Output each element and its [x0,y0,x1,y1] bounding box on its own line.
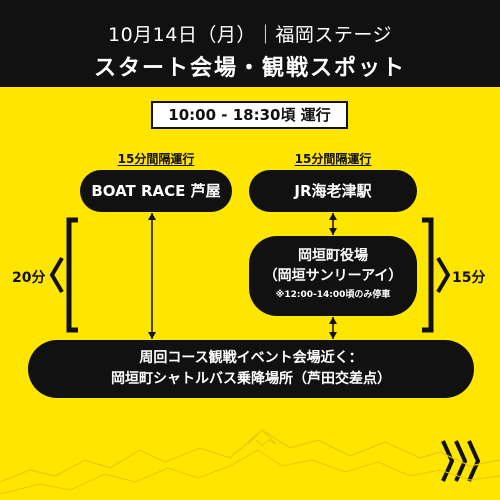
duration-left: 20分 [12,270,46,286]
right-curly-brace [436,256,451,294]
stop-jr-ebitsu: JR海老津駅 [249,170,417,212]
town-hall-subname: （岡垣サンリーアイ） [263,268,403,284]
arrow-up-right-top-icon [329,213,337,220]
town-hall-name: 岡垣町役場 [298,248,368,264]
stop-boat-race: BOAT RACE 芦屋 [80,170,232,212]
interval-right-label: 15分間隔運行 [294,152,372,166]
duration-right: 15分 [452,270,486,286]
shuttle-area-line1: 周回コース観戦イベント会場近く： [139,350,363,366]
arrow-up-right-bottom-icon [329,317,337,324]
header-banner: 10月14日（月）｜福岡ステージ スタート会場・観戦スポット [0,0,500,87]
town-hall-note: ※12:00-14:00頃のみ停車 [275,290,391,300]
arrow-down-right-top-icon [329,228,337,235]
stop-shuttle-area: 周回コース観戦イベント会場近く： 岡垣町シャトルバス乗降場所（芦田交差点） [28,340,474,398]
interval-left-label: 15分間隔運行 [117,152,195,166]
right-bracket [422,217,434,333]
chevron-right-icon [441,440,481,482]
shuttle-area-line2: 岡垣町シャトルバス乗降場所（芦田交差点） [111,371,391,387]
left-bracket [66,217,78,333]
operating-hours-box: 10:00 - 18:30頃 運行 [151,101,348,129]
arrow-down-right-bottom-icon [329,332,337,339]
stop-okagaki-town-hall: 岡垣町役場 （岡垣サンリーアイ） ※12:00-14:00頃のみ停車 [249,236,417,316]
left-curly-brace [49,256,64,294]
date-stage-line: 10月14日（月）｜福岡ステージ [108,24,392,46]
page-title: スタート会場・観戦スポット [93,56,406,81]
arrow-down-left-icon [148,332,156,339]
arrow-up-left-icon [148,213,156,220]
mountain-decoration [0,429,500,495]
